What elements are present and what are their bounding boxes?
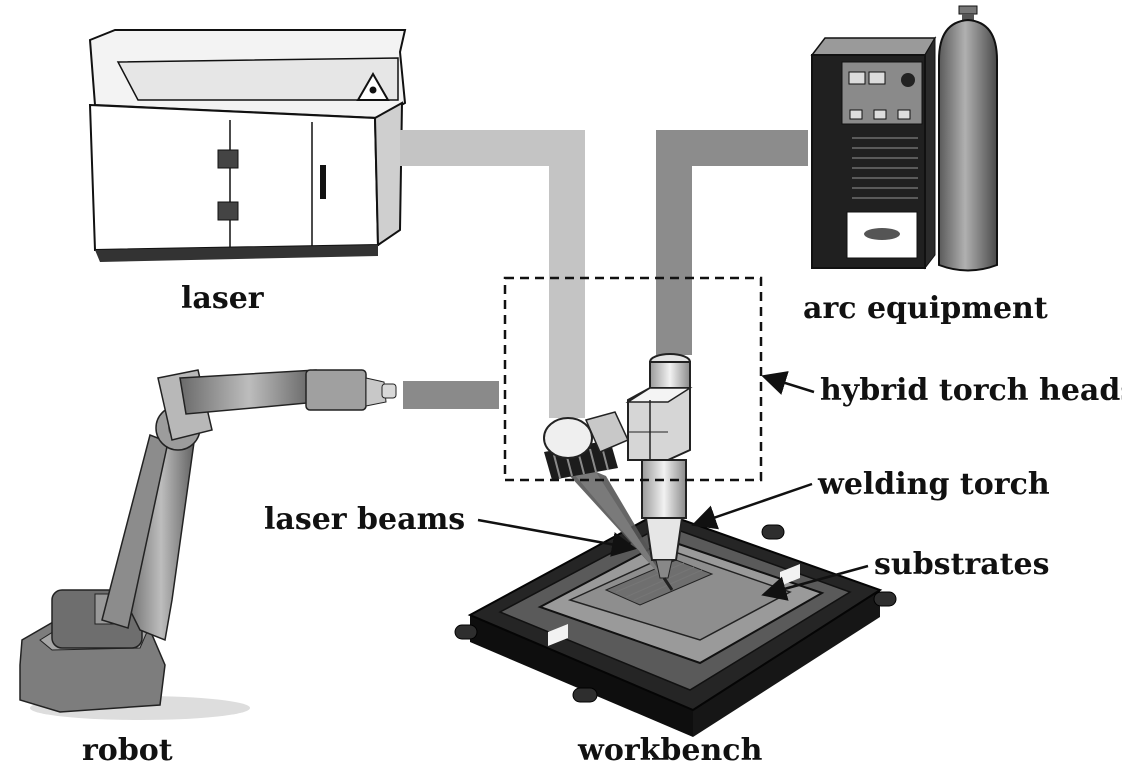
welding-torch-label: welding torch	[818, 467, 1050, 502]
laser-cabinet	[88, 29, 407, 262]
hybrid-torch-heads-label: hybrid torch heads	[820, 373, 1122, 408]
laser-beam-cone	[548, 452, 672, 588]
laser-beams-label: laser beams	[264, 502, 466, 537]
gas-cylinder	[938, 5, 998, 272]
arc-power-source	[810, 36, 937, 270]
laser-head	[543, 411, 630, 480]
robot-arm	[19, 369, 397, 720]
laser-label: laser	[181, 281, 264, 316]
workbench-label: workbench	[578, 733, 763, 768]
laser-beams-arrow	[477, 518, 637, 557]
hybrid-torch-heads-arrow	[761, 371, 815, 395]
welding-torch-arrow	[691, 482, 813, 530]
hybrid-torch-heads-frame	[503, 276, 763, 482]
welding-torch-head	[625, 353, 693, 591]
arc-equipment-label: arc equipment	[803, 291, 1048, 326]
substrates-arrow	[761, 564, 869, 601]
robot-connector-bar	[403, 381, 499, 409]
arc-cable-conduit	[656, 130, 808, 355]
substrates-label: substrates	[874, 547, 1050, 582]
robot-label: robot	[82, 733, 173, 768]
laser-fiber-conduit	[400, 130, 585, 418]
workbench	[454, 510, 897, 737]
